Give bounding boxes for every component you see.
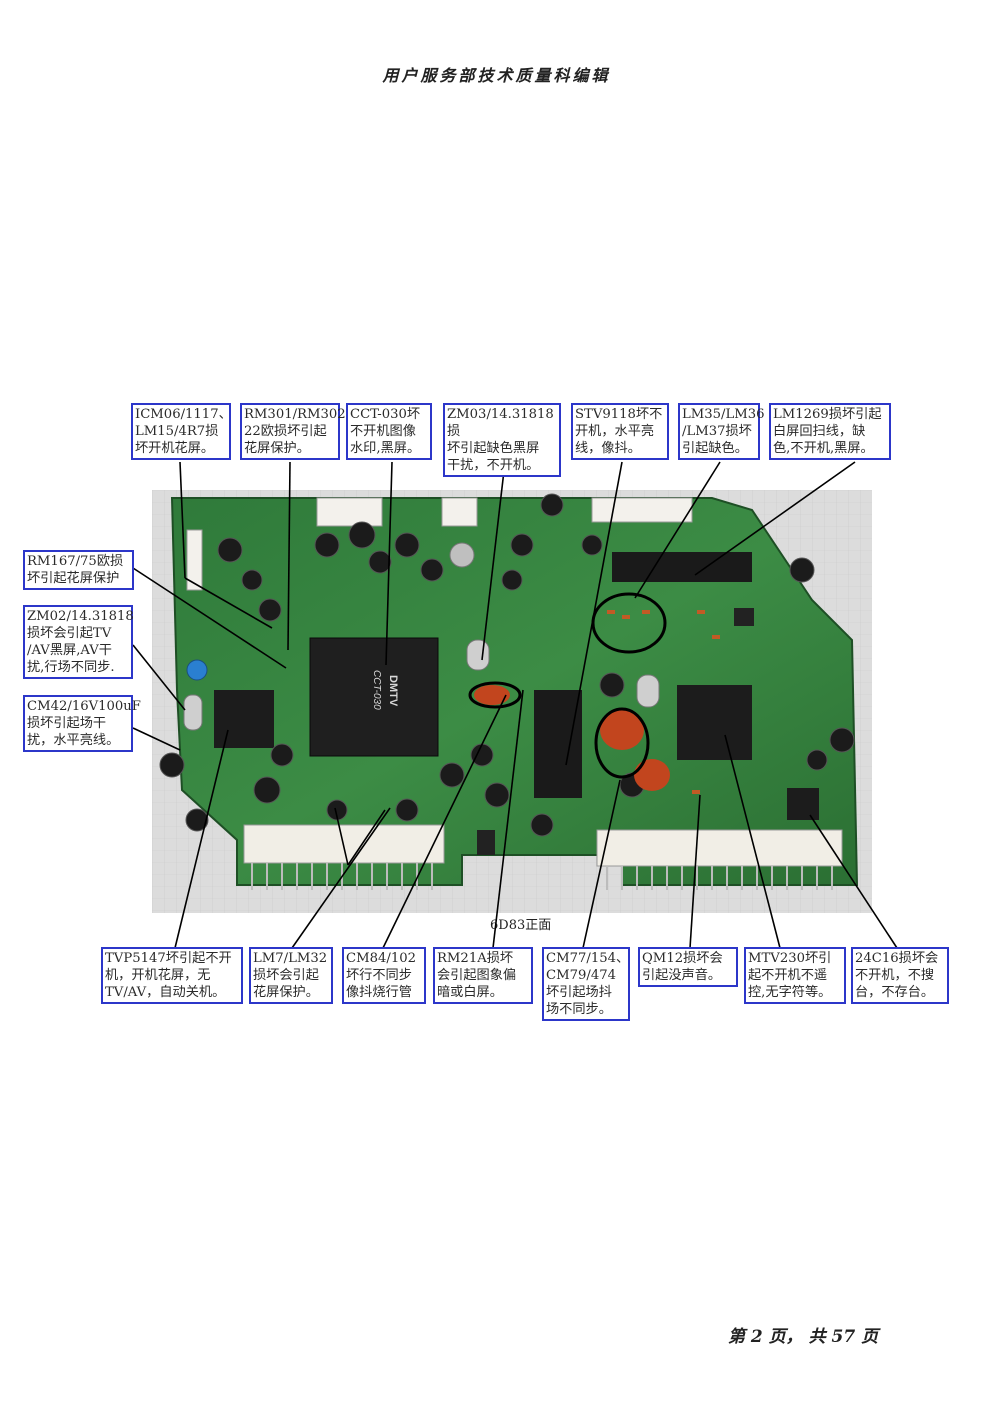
callout-stv9118: STV9118坏不 开机，水平亮 线，像抖。 [571,403,669,460]
callout-qm12: QM12损坏会 引起没声音。 [638,947,738,987]
callout-cm84: CM84/102 坏行不同步 像抖烧行管 [342,947,426,1004]
callout-rm167: RM167/75欧损 坏引起花屏保护 [23,550,134,590]
callout-lm1269: LM1269损坏引起 白屏回扫线，缺 色,不开机,黑屏。 [769,403,891,460]
callout-cm77: CM77/154、 CM79/474 坏引起场抖 场不同步。 [542,947,630,1021]
callout-cct030: CCT-030坏 不开机图像 水印,黑屏。 [346,403,432,460]
callout-tvp5147: TVP5147坏引起不开 机，开机花屏，无 TV/AV，自动关机。 [101,947,243,1004]
chip-silkscreen-dmtv: DMTV [387,675,399,707]
page-footer: 第 2 页， 共 57 页 [728,1327,879,1347]
callout-24c16: 24C16损坏会 不开机，不搜 台，不存台。 [851,947,949,1004]
callout-lm35: LM35/LM36 /LM37损坏 引起缺色。 [678,403,765,460]
page-header: 用户服务部技术质量科编辑 [382,66,611,85]
pcb-photo: DMTV CCT-030 [152,490,872,913]
callout-icm06: ICM06/1117、 LM15/4R7损 坏开机花屏。 [131,403,232,460]
callout-lm7: LM7/LM32 损坏会引起 花屏保护。 [249,947,333,1004]
callout-zm02: ZM02/14.31818 损坏会引起TV /AV黑屏,AV干 扰,行场不同步. [23,605,134,679]
callout-cm42: CM42/16V100uF 损坏引起场干 扰，水平亮线。 [23,695,141,752]
callout-mtv230: MTV230坏引 起不开机不遥 控,无字符等。 [744,947,846,1004]
callout-zm03: ZM03/14.31818损 坏引起缺色黑屏 干扰，不开机。 [443,403,561,477]
callout-rm301: RM301/RM302 22欧损坏引起 花屏保护。 [240,403,346,460]
chip-silkscreen-cct: CCT-030 [371,670,382,710]
board-caption: 6D83正面 [490,918,552,933]
callout-rm21a: RM21A损坏 会引起图象偏 暗或白屏。 [433,947,533,1004]
